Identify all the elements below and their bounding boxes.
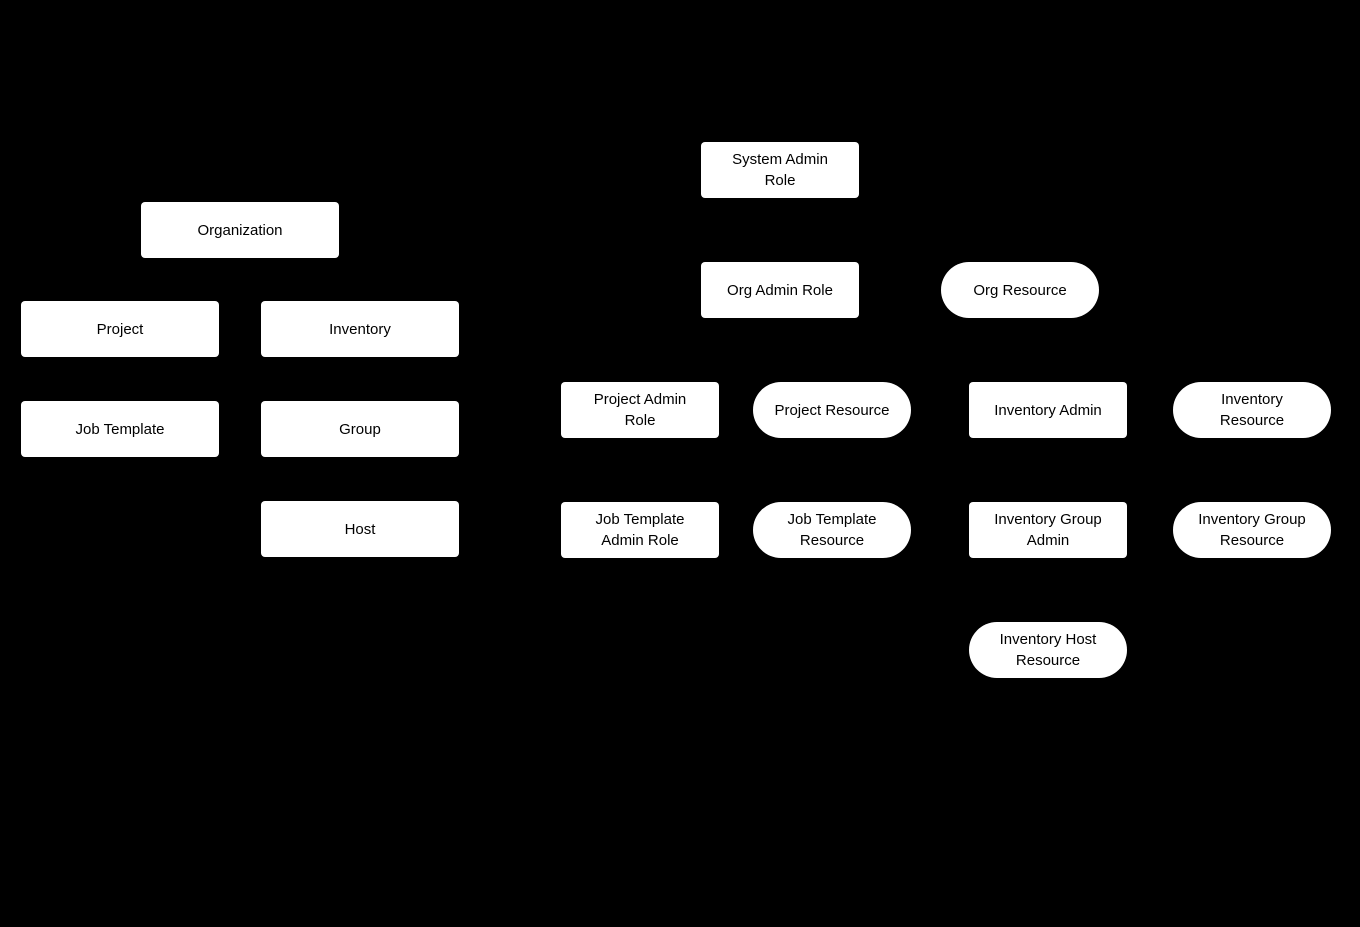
node-inventory-admin: Inventory Admin [969, 382, 1127, 438]
node-host: Host [261, 501, 459, 557]
node-inventory-admin-label: Inventory Admin [994, 401, 1102, 419]
node-inventory-group-resource: Inventory Group Resource [1173, 502, 1331, 558]
node-project-label: Project [96, 320, 144, 338]
node-project-resource: Project Resource [753, 382, 911, 438]
node-job-template-resource: Job Template Resource [753, 502, 911, 558]
node-inventory: Inventory [261, 301, 459, 357]
node-inventory-resource-label: Inventory Resource [1219, 391, 1285, 429]
node-host-label: Host [344, 520, 376, 538]
node-organization: Organization [141, 202, 339, 258]
node-inventory-group-admin: Inventory Group Admin [969, 502, 1127, 558]
node-project-admin-role: Project Admin Role [561, 382, 719, 438]
node-org-admin-role-label: Org Admin Role [727, 281, 833, 299]
node-job-template-admin-role-label: Job Template Admin Role [595, 511, 685, 549]
node-system-admin-role: System Admin Role [701, 142, 859, 198]
node-project: Project [21, 301, 219, 357]
node-org-resource-label: Org Resource [973, 281, 1067, 299]
node-project-admin-role-label: Project Admin Role [593, 391, 687, 429]
node-org-resource: Org Resource [941, 262, 1099, 318]
node-group-label: Group [339, 420, 381, 438]
node-job-template-resource-label: Job Template Resource [787, 511, 877, 549]
node-project-resource-label: Project Resource [774, 401, 890, 419]
node-job-template: Job Template [21, 401, 219, 457]
node-inventory-group-resource-label: Inventory Group Resource [1198, 511, 1306, 549]
node-group: Group [261, 401, 459, 457]
node-job-template-admin-role: Job Template Admin Role [561, 502, 719, 558]
node-job-template-label: Job Template [75, 420, 165, 438]
node-inventory-host-resource-label: Inventory Host Resource [999, 631, 1097, 669]
node-organization-label: Organization [197, 221, 283, 239]
node-inventory-host-resource: Inventory Host Resource [969, 622, 1127, 678]
node-inventory-group-admin-label: Inventory Group Admin [994, 511, 1102, 549]
node-org-admin-role: Org Admin Role [701, 262, 859, 318]
node-inventory-resource: Inventory Resource [1173, 382, 1331, 438]
node-inventory-label: Inventory [329, 320, 391, 338]
node-system-admin-role-label: System Admin Role [732, 151, 828, 189]
